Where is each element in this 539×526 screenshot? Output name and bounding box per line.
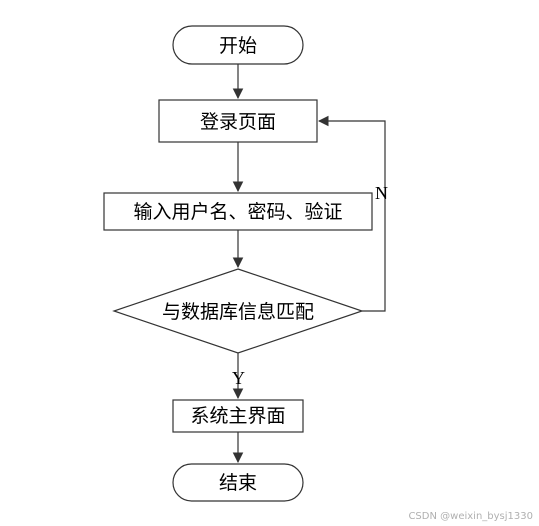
watermark: CSDN @weixin_bysj1330 <box>408 511 533 522</box>
main-interface-label: 系统主界面 <box>190 405 285 427</box>
login-page-box <box>158 99 318 143</box>
input-credentials-label: 输入用户名、密码、验证 <box>133 201 342 223</box>
edge-decision-no-to-login <box>317 115 386 312</box>
start-label: 开始 <box>219 35 257 57</box>
end-label: 结束 <box>219 472 257 494</box>
decision-label: 与数据库信息匹配 <box>162 301 314 323</box>
yes-label: Y <box>232 368 245 388</box>
end-terminator <box>172 463 304 502</box>
main-interface-box <box>172 399 304 433</box>
no-label: N <box>375 183 388 203</box>
login-page-label: 登录页面 <box>200 111 276 133</box>
